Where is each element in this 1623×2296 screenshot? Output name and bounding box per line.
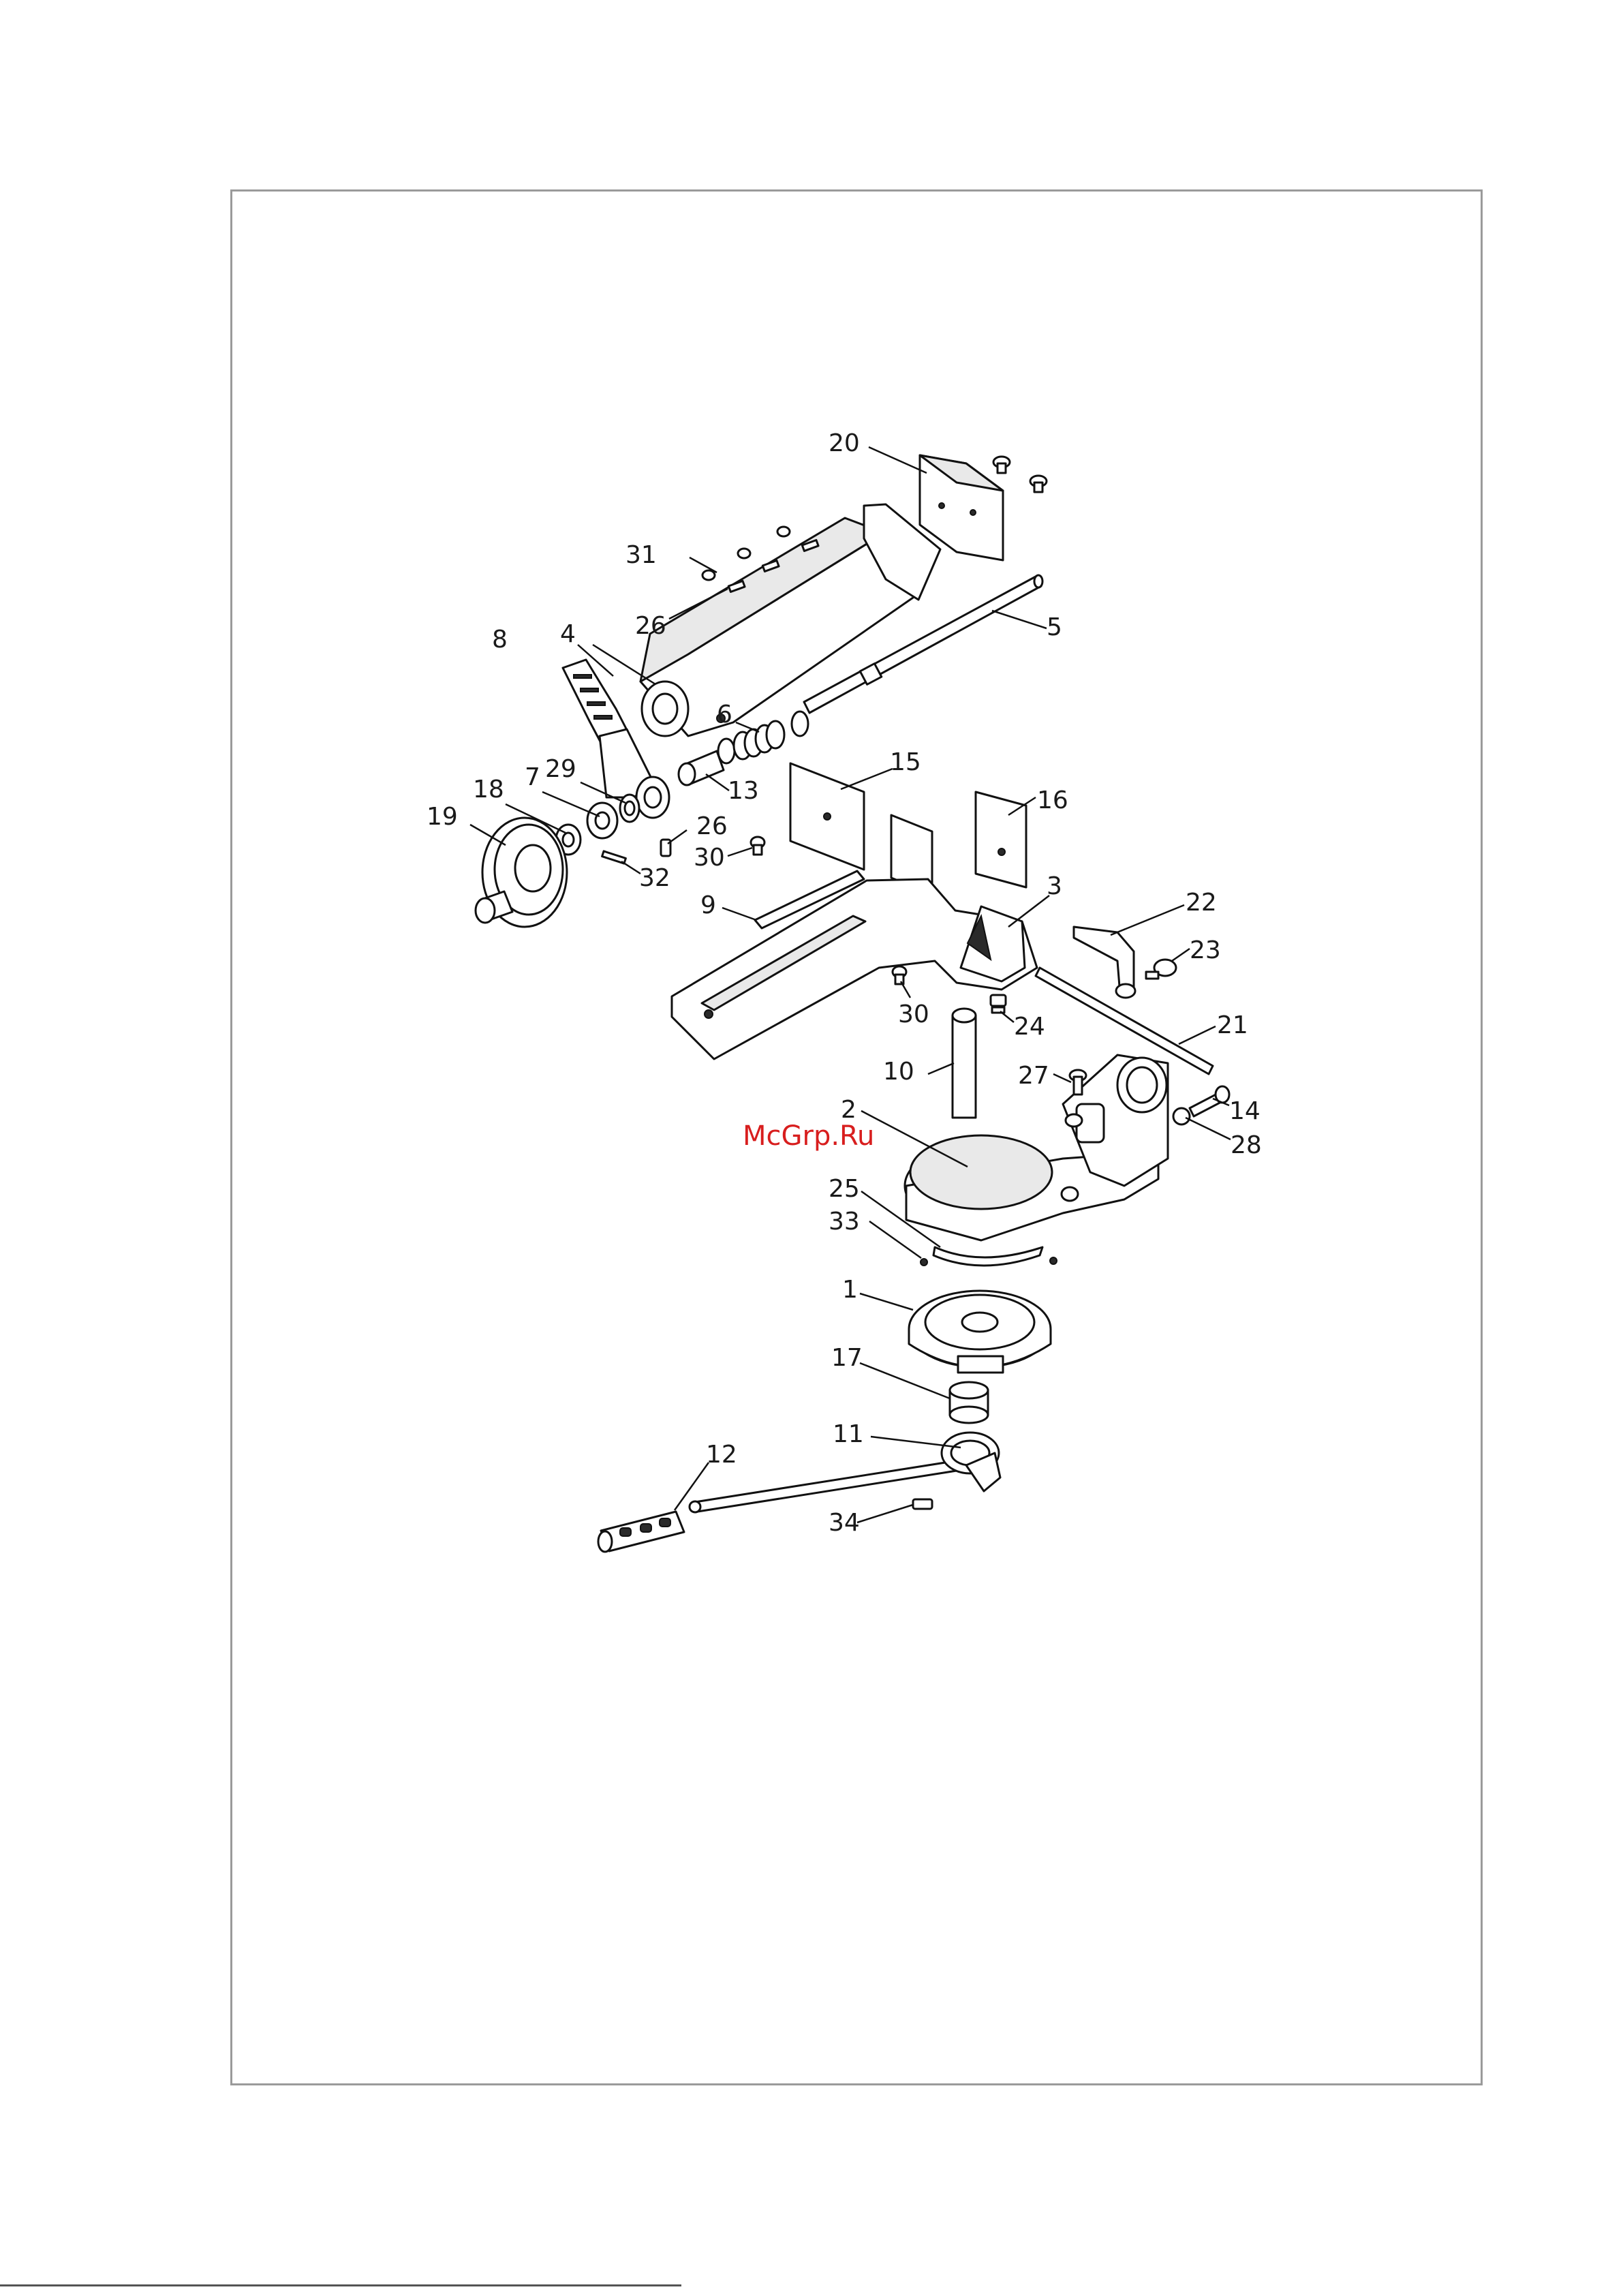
label-9: 9 xyxy=(700,891,716,919)
label-34: 34 xyxy=(829,1509,860,1537)
part-12-grip xyxy=(598,1512,684,1552)
label-19: 19 xyxy=(427,803,458,831)
label-32: 32 xyxy=(639,864,670,892)
parts-15-16-plates xyxy=(790,763,1026,894)
label-27: 27 xyxy=(1018,1062,1049,1090)
label-26b: 26 xyxy=(696,812,728,840)
label-1: 1 xyxy=(842,1276,858,1304)
label-8: 8 xyxy=(492,626,508,654)
label-12: 12 xyxy=(706,1441,737,1469)
label-30: 30 xyxy=(694,844,725,872)
label-7: 7 xyxy=(525,763,540,791)
part-3-base-frame xyxy=(672,879,1037,1059)
label-16: 16 xyxy=(1037,786,1068,814)
label-18: 18 xyxy=(473,776,504,803)
label-2: 2 xyxy=(841,1096,856,1124)
label-22: 22 xyxy=(1186,889,1217,917)
label-3: 3 xyxy=(1047,872,1062,900)
label-5: 5 xyxy=(1047,613,1062,641)
label-30b: 30 xyxy=(898,1000,929,1028)
parts-25-33-scale-ring xyxy=(921,1247,1057,1266)
watermark: McGrp.Ru xyxy=(743,1120,874,1152)
part-20-jaw-plate xyxy=(920,455,1047,560)
label-15: 15 xyxy=(890,748,921,776)
label-13: 13 xyxy=(728,777,759,805)
small-fasteners xyxy=(602,837,764,863)
part-1-base-disk xyxy=(909,1291,1051,1373)
label-33: 33 xyxy=(829,1208,860,1236)
label-26: 26 xyxy=(635,612,666,640)
label-10: 10 xyxy=(883,1058,914,1086)
part-10-post xyxy=(953,1009,976,1118)
label-25: 25 xyxy=(829,1175,860,1203)
label-24: 24 xyxy=(1014,1013,1045,1041)
label-31: 31 xyxy=(625,541,657,569)
label-14: 14 xyxy=(1229,1097,1261,1125)
part-34-pin xyxy=(913,1499,932,1509)
label-21: 21 xyxy=(1217,1011,1248,1039)
label-11: 11 xyxy=(833,1420,864,1448)
label-29: 29 xyxy=(545,755,576,783)
label-6: 6 xyxy=(717,701,732,729)
label-17: 17 xyxy=(831,1344,863,1372)
label-4: 4 xyxy=(560,620,576,648)
part-13-sleeve xyxy=(679,751,724,785)
part-22-l-bracket xyxy=(1074,927,1176,998)
label-20: 20 xyxy=(829,429,860,457)
bottom-rule xyxy=(0,2284,681,2286)
part-17-bushing xyxy=(950,1382,988,1423)
part-4-ram-body xyxy=(640,504,940,736)
label-23: 23 xyxy=(1190,936,1221,964)
part-19-handwheel xyxy=(476,818,567,927)
label-28: 28 xyxy=(1231,1131,1262,1159)
